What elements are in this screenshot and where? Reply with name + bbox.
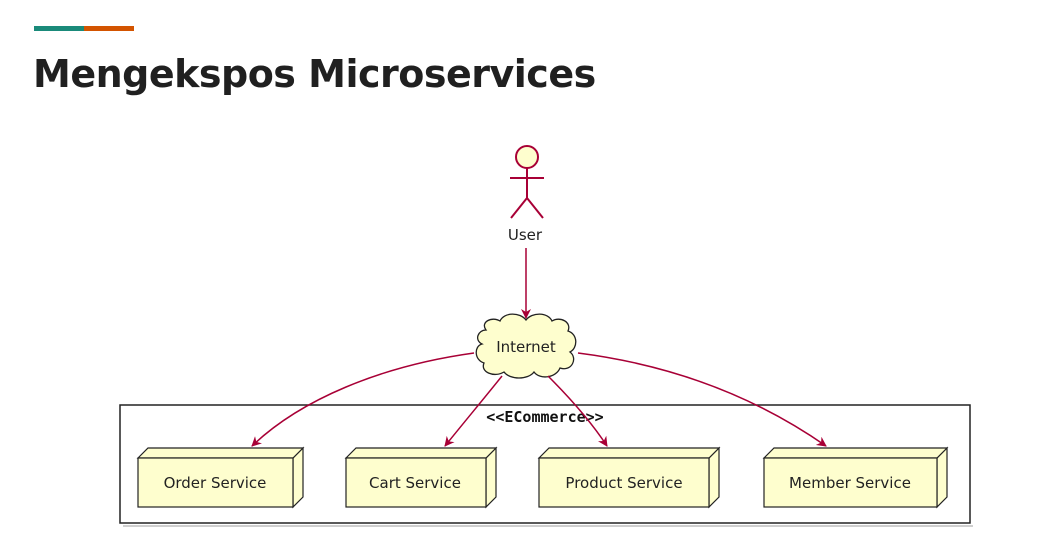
node-product-service: Product Service xyxy=(537,446,721,509)
package-label: <<ECommerce>> xyxy=(486,408,603,426)
internet-cloud xyxy=(475,313,577,379)
arrow-internet-product xyxy=(547,375,608,447)
arrow-internet-member xyxy=(577,352,827,447)
user-label: User xyxy=(508,226,543,244)
title-accent-bar xyxy=(34,26,134,31)
accent-teal xyxy=(34,26,84,31)
product-service-label: Product Service xyxy=(565,474,682,492)
node-cart-service: Cart Service xyxy=(344,446,498,509)
arrow-internet-order xyxy=(251,352,475,447)
node-member-service: Member Service xyxy=(762,446,949,509)
node-order-service: Order Service xyxy=(136,446,305,509)
user-actor xyxy=(510,145,544,219)
accent-orange xyxy=(84,26,134,31)
member-service-label: Member Service xyxy=(789,474,911,492)
arrow-internet-cart xyxy=(444,375,503,447)
internet-label: Internet xyxy=(496,338,556,356)
cart-service-label: Cart Service xyxy=(369,474,461,492)
order-service-label: Order Service xyxy=(164,474,267,492)
slide-title: Mengekspos Microservices xyxy=(33,52,596,96)
package-shadow xyxy=(123,525,973,527)
